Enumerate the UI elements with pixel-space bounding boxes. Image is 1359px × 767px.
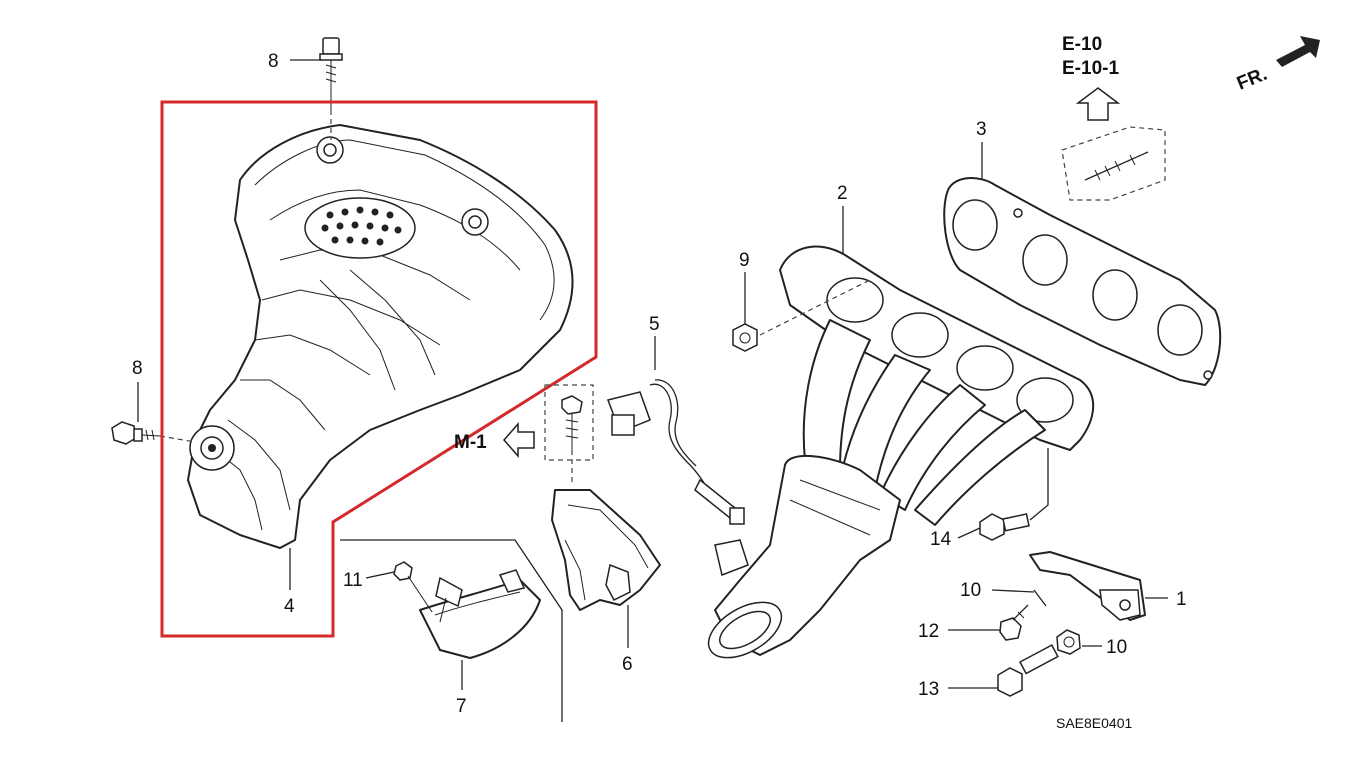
heat-shield-part-4[interactable]	[187, 124, 574, 549]
nut-part-10[interactable]	[1056, 629, 1081, 655]
callout-1: 1	[1176, 589, 1187, 610]
bracket-part-6[interactable]	[551, 489, 661, 611]
callout-9: 9	[739, 250, 750, 271]
callout-13: 13	[918, 679, 939, 700]
callout-6: 6	[622, 654, 633, 675]
leader-line-7	[340, 539, 563, 722]
bolt-part-12[interactable]	[999, 604, 1029, 641]
callout-10-upper: 10	[960, 580, 981, 601]
callout-14: 14	[930, 529, 952, 550]
front-arrow-icon	[1276, 36, 1320, 67]
ref-e10[interactable]: E-10	[1062, 34, 1102, 55]
gasket-part-3[interactable]	[943, 177, 1222, 386]
stud-box-e10	[1061, 126, 1166, 201]
lower-shield-part-7[interactable]	[419, 569, 541, 659]
up-arrow-icon	[1075, 87, 1121, 121]
stud-e10[interactable]	[1084, 151, 1149, 181]
callout-12: 12	[918, 621, 939, 642]
callout-11: 11	[343, 570, 363, 591]
callout-8-left: 8	[132, 358, 143, 379]
leader-9-dashed	[759, 279, 871, 336]
bracket-part-1[interactable]	[1029, 551, 1146, 621]
oxygen-sensor-part-5[interactable]	[607, 379, 745, 525]
bolt-part-8-left[interactable]	[111, 421, 196, 445]
callout-7: 7	[456, 696, 467, 717]
exhaust-manifold-part-2[interactable]	[699, 245, 1095, 669]
bolt-part-13[interactable]	[997, 644, 1059, 697]
bolt-part-14[interactable]	[979, 513, 1030, 541]
bolt-part-8-top[interactable]	[319, 37, 343, 140]
callout-8-top: 8	[268, 51, 279, 72]
ref-e10-1[interactable]: E-10-1	[1062, 58, 1119, 79]
left-arrow-icon	[503, 422, 535, 458]
bolt-part-11[interactable]	[393, 561, 433, 613]
callout-5: 5	[649, 314, 660, 335]
callout-10-lower: 10	[1106, 637, 1127, 658]
leader-lines	[137, 59, 1168, 690]
highlight-outline	[160, 100, 598, 638]
figure-code: SAE8E0401	[1056, 715, 1132, 731]
callout-4: 4	[284, 596, 295, 617]
pin-part-10[interactable]	[1033, 589, 1047, 607]
callout-2: 2	[837, 183, 848, 204]
nut-part-9[interactable]	[732, 323, 758, 352]
stud-box-dashed	[544, 384, 594, 461]
callout-3: 3	[976, 119, 987, 140]
stud-6[interactable]	[561, 395, 583, 485]
ref-m1[interactable]: M-1	[454, 432, 487, 453]
front-label: FR.	[1234, 64, 1270, 95]
